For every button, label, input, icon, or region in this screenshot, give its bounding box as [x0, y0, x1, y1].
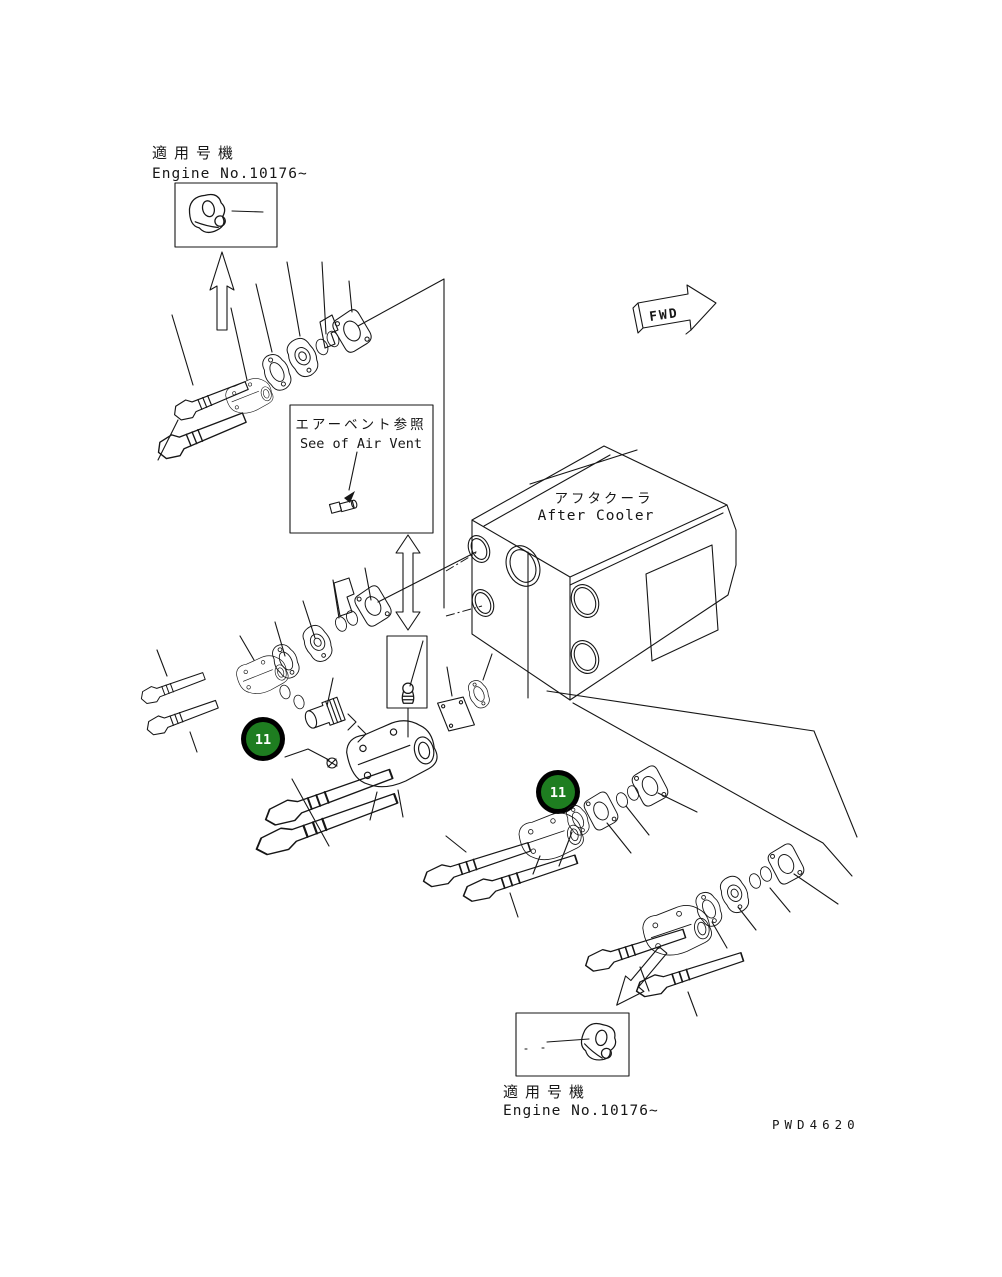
bolt-icon [153, 406, 250, 464]
o-ring-icon [614, 790, 630, 810]
bent-plate-icon [319, 314, 339, 349]
down-left-arrow-icon [616, 946, 668, 1006]
bottom-engine-label-jp: 適用号機 [503, 1083, 591, 1101]
bottom-engine-label-en: Engine No.10176~ [503, 1103, 659, 1119]
clip-icon [347, 713, 367, 743]
top-engine-label-jp: 適用号機 [152, 144, 240, 162]
part-callout-number: 11 [255, 732, 271, 748]
part-callout-number: 11 [550, 785, 566, 801]
clamp-part-icon [184, 190, 231, 238]
air-vent-note-jp: エアーベント参照 [295, 416, 426, 433]
clamp-part-icon [578, 1020, 620, 1064]
detail-reference-line [357, 278, 445, 609]
water-connection-assembly-2 [581, 841, 839, 1017]
pointer-lines [546, 690, 858, 877]
bolt-icon [632, 946, 747, 1002]
o-ring-icon [277, 683, 293, 701]
drawing-code: PWD4620 [772, 1117, 860, 1132]
middle-left-exploded-chain [138, 551, 477, 753]
bent-plate-icon [333, 577, 355, 617]
thermostat-housing-cluster [251, 653, 494, 861]
cover-icon [715, 872, 755, 917]
long-bolt-icon [261, 762, 396, 831]
cover-plate-icon [437, 692, 475, 736]
flange-icon [628, 763, 672, 809]
bolt-icon [170, 376, 251, 424]
bottom-engine-label: 適用号機 Engine No.10176~ [503, 1083, 659, 1119]
top-engine-label: 適用号機 Engine No.10176~ [152, 144, 308, 182]
flange-icon [581, 789, 621, 833]
gasket-icon [266, 639, 305, 683]
flange-icon [764, 841, 808, 887]
plug-detail-box [386, 635, 428, 738]
after-cooler-assembly: アフタクーラ After Cooler [445, 445, 737, 701]
fwd-arrow-icon: FWD [632, 284, 717, 335]
thermostat-housing-icon [341, 713, 443, 795]
after-cooler-label-en: After Cooler [538, 508, 655, 524]
top-detail-box [174, 182, 278, 248]
air-vent-fitting-icon [328, 499, 358, 514]
gasket-icon [463, 676, 494, 712]
part-callout-11-left[interactable]: 11 [241, 717, 285, 761]
top-engine-label-en: Engine No.10176~ [152, 166, 308, 182]
vent-plug-icon [401, 682, 415, 704]
flange-icon [351, 582, 395, 630]
air-vent-note-en: See of Air Vent [300, 436, 422, 452]
bolt-icon [581, 923, 689, 976]
bolt-icon [138, 667, 208, 707]
after-cooler-label-jp: アフタクーラ [555, 491, 654, 507]
bottom-detail-box [515, 1012, 630, 1077]
up-arrow-icon [209, 251, 235, 331]
small-arrowhead-icon [344, 491, 355, 503]
fwd-arrow-label: FWD [648, 306, 679, 325]
double-arrow-icon [395, 534, 421, 631]
water-connection-assembly-1 [419, 763, 698, 918]
o-ring-icon [291, 693, 307, 711]
part-callout-11-right[interactable]: 11 [536, 770, 580, 814]
o-ring-icon [747, 871, 763, 891]
air-vent-note-box: エアーベント参照 See of Air Vent [289, 404, 434, 534]
connector-icon [301, 696, 346, 734]
upper-exploded-chain [153, 261, 445, 609]
cover-icon [297, 620, 338, 667]
o-ring-icon [758, 864, 774, 884]
